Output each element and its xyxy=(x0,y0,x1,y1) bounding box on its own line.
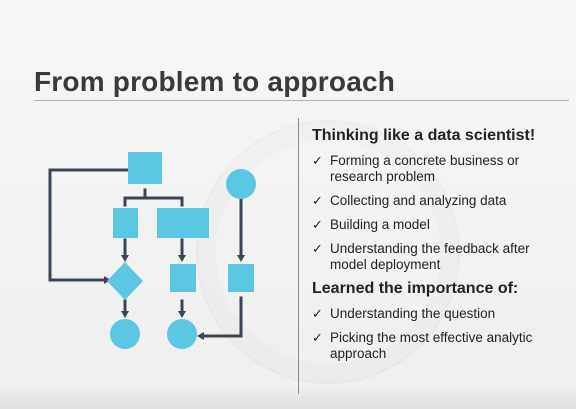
end-circle-center xyxy=(167,319,197,349)
end-circle-left xyxy=(110,319,140,349)
list-item: ✓ Picking the most effective analytic ap… xyxy=(312,330,574,362)
list-item-text: Collecting and analyzing data xyxy=(330,193,507,208)
list-item: ✓ Collecting and analyzing data xyxy=(312,193,574,209)
list-item-text: Understanding the feedback after model d… xyxy=(330,241,530,272)
list-item: ✓ Understanding the question xyxy=(312,306,574,322)
section-heading-importance: Learned the importance of: xyxy=(312,280,519,297)
slide-title: From problem to approach xyxy=(34,66,396,97)
bottom-gradient xyxy=(0,385,576,409)
content-divider xyxy=(298,118,299,394)
check-icon: ✓ xyxy=(312,241,323,256)
list-item: ✓ Building a model xyxy=(312,217,574,233)
process-box-center-lower xyxy=(170,264,196,292)
check-icon: ✓ xyxy=(312,217,323,232)
decision-diamond xyxy=(107,262,143,300)
check-icon: ✓ xyxy=(312,306,323,321)
process-box-top xyxy=(128,152,162,184)
process-box-left xyxy=(113,208,138,238)
list-item-text: Forming a concrete business or research … xyxy=(330,153,520,184)
title-divider xyxy=(34,100,569,101)
list-item: ✓ Forming a concrete business or researc… xyxy=(312,153,574,185)
check-icon: ✓ xyxy=(312,330,323,345)
list-item: ✓ Understanding the feedback after model… xyxy=(312,241,574,273)
check-icon: ✓ xyxy=(312,153,323,168)
list-item-text: Understanding the question xyxy=(330,306,496,321)
check-icon: ✓ xyxy=(312,193,323,208)
right-panel: Thinking like a data scientist! ✓ Formin… xyxy=(312,126,574,370)
list-item-text: Building a model xyxy=(330,217,430,232)
section-heading-thinking: Thinking like a data scientist! xyxy=(312,127,536,144)
list-item-text: Picking the most effective analytic appr… xyxy=(330,330,533,361)
